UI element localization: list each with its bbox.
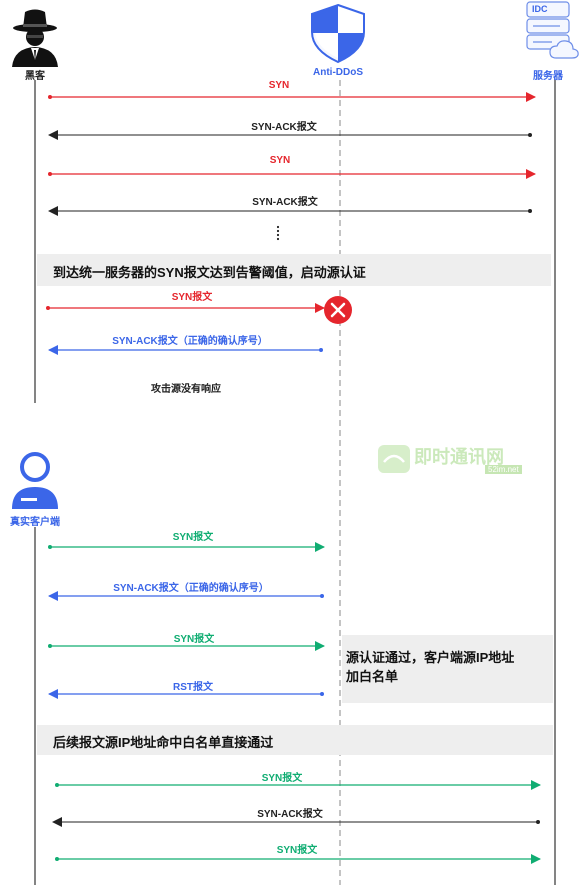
- blocked-icon: [324, 296, 352, 324]
- msg-client-rst: RST报文: [173, 682, 213, 693]
- arrow-syn-1: [48, 92, 536, 102]
- watermark-text: 即时通讯网: [414, 447, 504, 467]
- watermark-logo: [378, 445, 410, 473]
- whitelist-note-line2: 加白名单: [346, 669, 399, 684]
- anti-ddos-label: Anti-DDoS: [313, 67, 363, 78]
- arrow-client-syn-2: [48, 641, 325, 651]
- hacker-icon: [12, 9, 58, 67]
- threshold-band: [37, 254, 551, 286]
- shield-icon: [311, 3, 365, 64]
- arrow-client-syn-1: [48, 542, 325, 552]
- no-response-note: 攻击源没有响应: [151, 384, 221, 395]
- whitelist-band: [342, 635, 553, 703]
- arrow-pass-syn-1: [55, 780, 541, 790]
- threshold-note: 到达统一服务器的SYN报文达到告警阈值，启动源认证: [53, 265, 366, 280]
- msg-client-syn-1: SYN报文: [172, 532, 214, 543]
- whitelist-note-line1: 源认证通过，客户端源IP地址: [346, 650, 515, 665]
- arrow-client-rst: [48, 689, 324, 699]
- arrow-synack-1: [48, 130, 532, 140]
- arrow-synack-2: [48, 206, 532, 216]
- user-icon: [12, 452, 58, 509]
- msg-client-synack: SYN-ACK报文（正确的确认序号）: [113, 583, 269, 594]
- arrow-synack-3: [48, 345, 323, 355]
- msg-syn-3: SYN报文: [171, 292, 213, 303]
- msg-syn-2: SYN: [269, 155, 291, 166]
- msg-synack-1: SYN-ACK报文: [251, 122, 317, 133]
- msg-syn-1: SYN: [268, 80, 290, 91]
- msg-pass-syn-1: SYN报文: [261, 773, 303, 784]
- msg-synack-3: SYN-ACK报文（正确的确认序号）: [112, 336, 268, 347]
- server-icon: [526, 1, 579, 59]
- arrow-pass-synack: [52, 817, 540, 827]
- msg-client-syn-2: SYN报文: [173, 634, 215, 645]
- arrow-client-synack: [48, 591, 324, 601]
- msg-pass-synack: SYN-ACK报文: [257, 809, 323, 820]
- client-label: 真实客户端: [10, 517, 60, 528]
- hacker-label: 黑客: [25, 71, 45, 82]
- subsequent-band: [37, 725, 553, 755]
- continuation-dots: [276, 225, 280, 241]
- arrow-pass-syn-2: [55, 854, 541, 864]
- arrow-syn-2: [48, 169, 536, 179]
- watermark-subtext: 52im.net: [485, 465, 522, 474]
- subsequent-note: 后续报文源IP地址命中白名单直接通过: [53, 735, 274, 750]
- msg-pass-syn-2: SYN报文: [276, 845, 318, 856]
- server-badge: IDC: [532, 4, 548, 14]
- arrow-syn-3: [46, 303, 325, 313]
- msg-synack-2: SYN-ACK报文: [252, 197, 318, 208]
- server-label: 服务器: [533, 71, 563, 82]
